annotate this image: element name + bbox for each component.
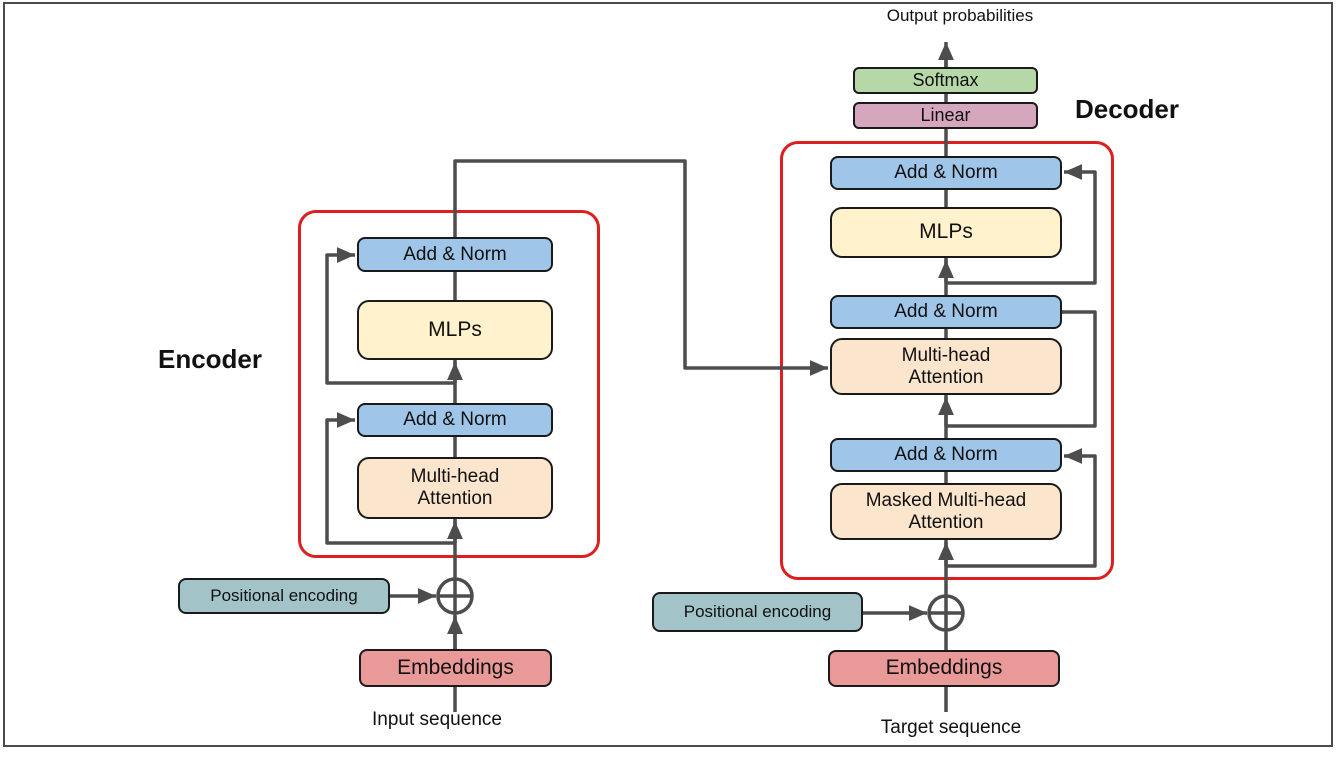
- decoder-add-norm-top: Add & Norm: [830, 156, 1062, 190]
- decoder-embeddings-block: Embeddings: [828, 650, 1060, 687]
- target-sequence-label: Target sequence: [880, 717, 1022, 738]
- decoder-add-norm-bottom: Add & Norm: [830, 438, 1062, 472]
- decoder-positional-encoding-block: Positional encoding: [652, 592, 863, 632]
- decoder-multi-head-attention-block: Multi-head Attention: [830, 338, 1062, 395]
- encoder-multi-head-attention-block: Multi-head Attention: [357, 457, 553, 519]
- encoder-add-norm-top: Add & Norm: [357, 237, 553, 272]
- decoder-title: Decoder: [1074, 94, 1180, 124]
- input-sequence-label: Input sequence: [372, 709, 502, 730]
- encoder-title: Encoder: [157, 344, 263, 374]
- linear-block: Linear: [853, 102, 1038, 129]
- decoder-mlps-block: MLPs: [830, 207, 1062, 258]
- output-probabilities-label: Output probabilities: [886, 6, 1034, 25]
- decoder-add-norm-middle: Add & Norm: [830, 295, 1062, 329]
- decoder-masked-multi-head-attention-block: Masked Multi-head Attention: [830, 483, 1062, 540]
- encoder-embeddings-block: Embeddings: [359, 649, 552, 687]
- encoder-mlps-block: MLPs: [357, 300, 553, 360]
- encoder-add-norm-bottom: Add & Norm: [357, 403, 553, 437]
- page-border: [3, 2, 1333, 747]
- encoder-positional-encoding-block: Positional encoding: [178, 578, 390, 614]
- softmax-block: Softmax: [853, 67, 1038, 94]
